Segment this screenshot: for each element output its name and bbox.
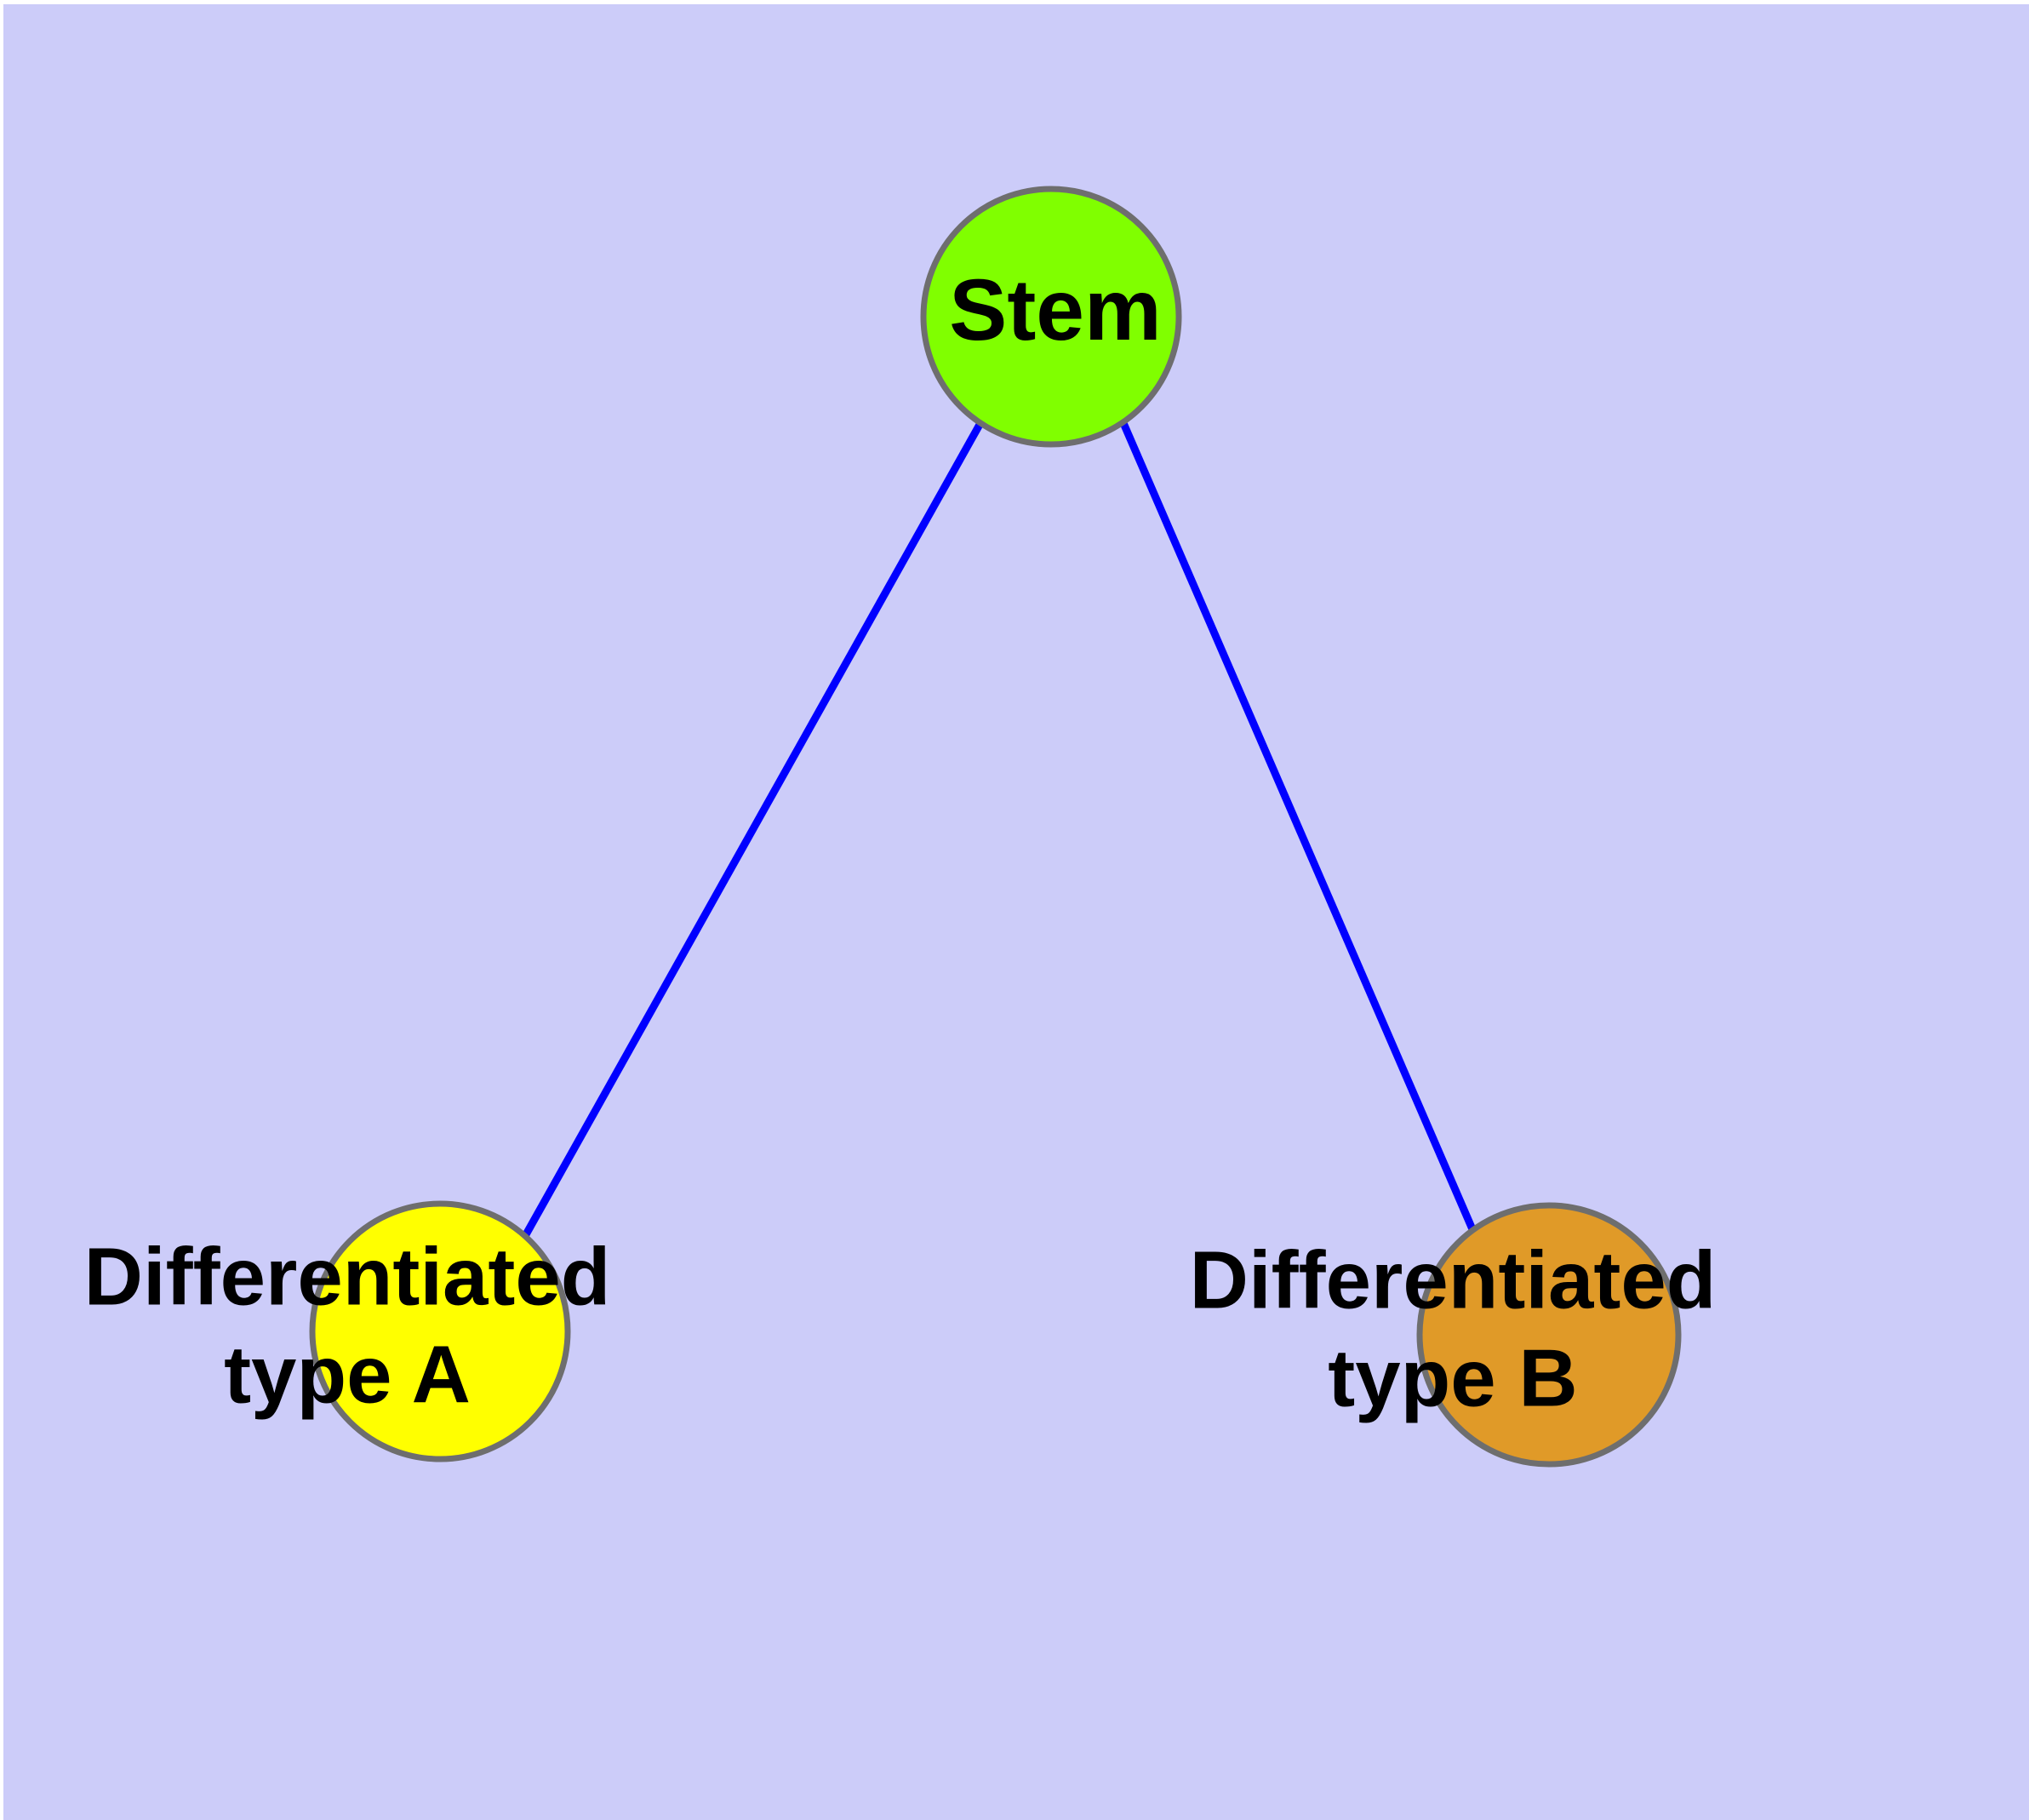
node-label-differentiated-type-b-line1: Differentiated [1190,1234,1717,1325]
edges-group [522,421,1477,1239]
node-differentiated-type-b[interactable] [1416,1202,1682,1468]
labels-group: Stem Differentiated type A Differentiate… [84,261,1717,1423]
node-circle-differentiated-type-b[interactable] [1416,1202,1682,1468]
node-label-differentiated-type-a-line2: type A [224,1329,471,1420]
node-label-stem: Stem [949,261,1161,358]
node-stem[interactable] [920,186,1182,448]
node-circle-differentiated-type-a[interactable] [309,1200,571,1462]
edge-stem-to-differentiated-type-b[interactable] [1119,421,1477,1231]
node-circle-stem[interactable] [920,186,1182,448]
node-differentiated-type-a[interactable] [309,1200,571,1462]
node-label-differentiated-type-a-line1: Differentiated [84,1231,611,1322]
node-label-differentiated-type-b-line2: type B [1328,1332,1577,1423]
edge-stem-to-differentiated-type-a[interactable] [522,421,984,1239]
